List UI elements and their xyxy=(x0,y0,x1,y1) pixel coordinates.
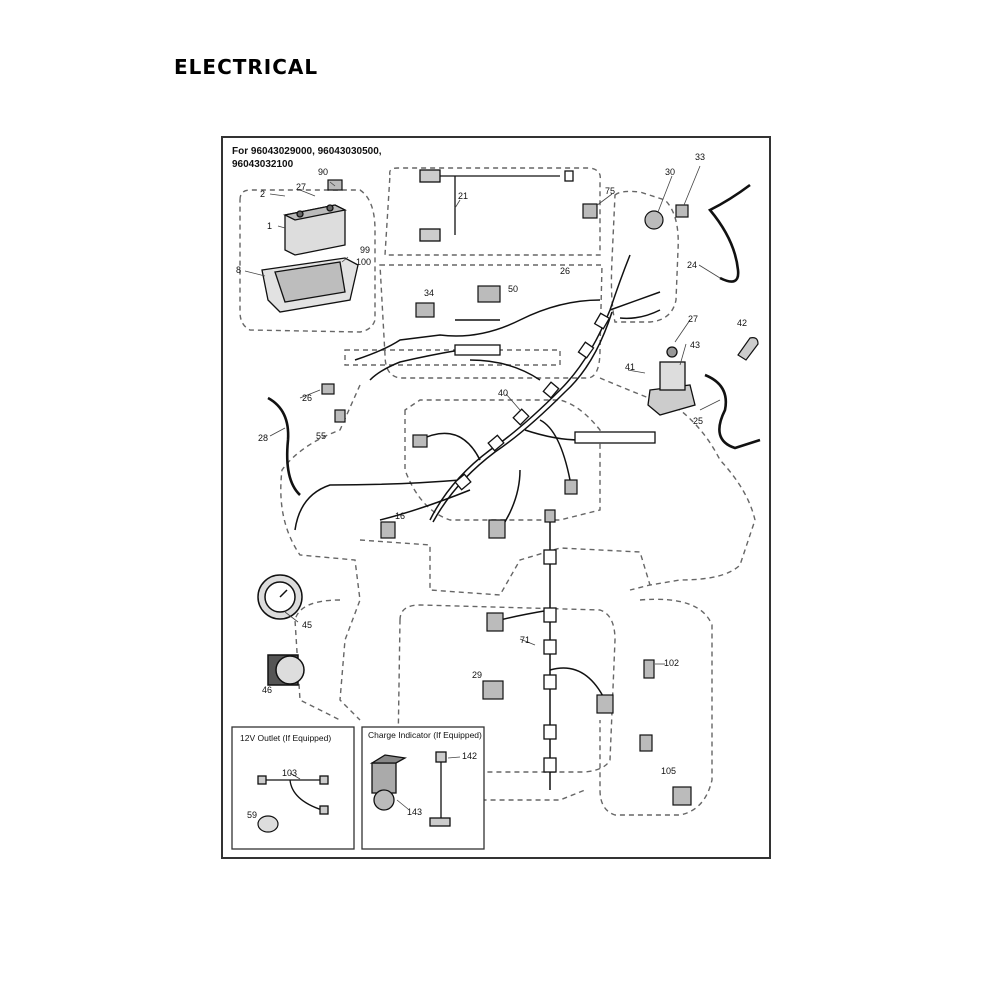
callout-28: 28 xyxy=(258,433,268,443)
callout-21: 21 xyxy=(458,191,468,201)
connector-b xyxy=(486,612,504,632)
callout-71: 71 xyxy=(520,635,530,645)
leader-lines xyxy=(244,165,721,810)
model-numbers-line-1: For 96043029000, 96043030500, xyxy=(232,146,382,157)
part-30-switch xyxy=(644,210,664,230)
callout-1: 1 xyxy=(267,221,272,231)
part-102-connector xyxy=(643,659,655,679)
starter-solenoid xyxy=(647,346,696,416)
connector-h xyxy=(639,734,653,752)
callout-34: 34 xyxy=(424,288,434,298)
battery xyxy=(283,204,347,256)
tractor-outline xyxy=(239,167,756,816)
part-90-bracket xyxy=(327,179,343,191)
part-33-clip xyxy=(675,204,689,218)
callout-143: 143 xyxy=(407,807,422,817)
callout-30: 30 xyxy=(665,167,675,177)
callout-50: 50 xyxy=(508,284,518,294)
harness-21 xyxy=(419,169,574,242)
part-105-switch xyxy=(672,786,692,806)
battery-tray xyxy=(261,257,359,313)
callout-43: 43 xyxy=(690,340,700,350)
connector-e xyxy=(544,509,556,523)
connector-c xyxy=(596,694,614,714)
callout-103: 103 xyxy=(282,768,297,778)
page-title: ELECTRICAL xyxy=(174,55,319,79)
callout-100: 100 xyxy=(356,257,371,267)
callouts: 2 27 90 1 99 100 8 21 75 30 33 26 24 34 … xyxy=(236,152,747,820)
callout-2: 2 xyxy=(260,189,265,199)
callout-55: 55 xyxy=(316,431,326,441)
connector-f xyxy=(412,434,428,448)
connector-a xyxy=(488,519,506,539)
callout-75: 75 xyxy=(605,186,615,196)
callout-26-lower: 26 xyxy=(302,393,312,403)
callout-46: 46 xyxy=(262,685,272,695)
outlet-harness xyxy=(257,775,329,815)
callout-42: 42 xyxy=(737,318,747,328)
inset-charge-indicator-title: Charge Indicator (If Equipped) xyxy=(368,730,482,740)
callout-40: 40 xyxy=(498,388,508,398)
connector-d xyxy=(564,479,578,495)
callout-26-upper: 26 xyxy=(560,266,570,276)
diagram-frame xyxy=(221,136,771,859)
callout-27-top: 27 xyxy=(296,182,306,192)
callout-142: 142 xyxy=(462,751,477,761)
charge-indicator xyxy=(369,754,407,811)
cable-25 xyxy=(704,373,761,450)
cable-28 xyxy=(267,396,301,496)
charge-harness xyxy=(429,751,451,827)
callout-24: 24 xyxy=(687,260,697,270)
part-26-relay xyxy=(321,383,335,395)
model-numbers-line-2: 96043032100 xyxy=(232,159,294,170)
callout-25: 25 xyxy=(693,416,703,426)
outlet-socket xyxy=(257,815,279,833)
callout-29: 29 xyxy=(472,670,482,680)
small-parts xyxy=(321,179,692,806)
callout-33: 33 xyxy=(695,152,705,162)
callout-41: 41 xyxy=(625,362,635,372)
battery-cables xyxy=(267,183,761,496)
inset-12v-outlet xyxy=(231,726,355,850)
inset-12v-outlet-title: 12V Outlet (If Equipped) xyxy=(240,733,331,743)
callout-90: 90 xyxy=(318,167,328,177)
callout-27-right: 27 xyxy=(688,314,698,324)
hour-meter xyxy=(257,574,303,620)
callout-8: 8 xyxy=(236,265,241,275)
callout-16: 16 xyxy=(395,511,405,521)
ignition-key xyxy=(737,337,759,361)
callout-59: 59 xyxy=(247,810,257,820)
callout-99: 99 xyxy=(360,245,370,255)
harness-sleeves xyxy=(454,312,656,773)
part-16-switch xyxy=(380,521,396,539)
cable-24 xyxy=(707,183,751,283)
part-34-switch xyxy=(415,302,435,318)
connector-g xyxy=(334,409,346,423)
callout-45: 45 xyxy=(302,620,312,630)
part-75-relay xyxy=(582,203,598,219)
part-50-module xyxy=(477,285,501,303)
part-29-switch xyxy=(482,680,504,700)
callout-105: 105 xyxy=(661,766,676,776)
callout-102: 102 xyxy=(664,658,679,668)
charge-meter xyxy=(267,654,305,686)
